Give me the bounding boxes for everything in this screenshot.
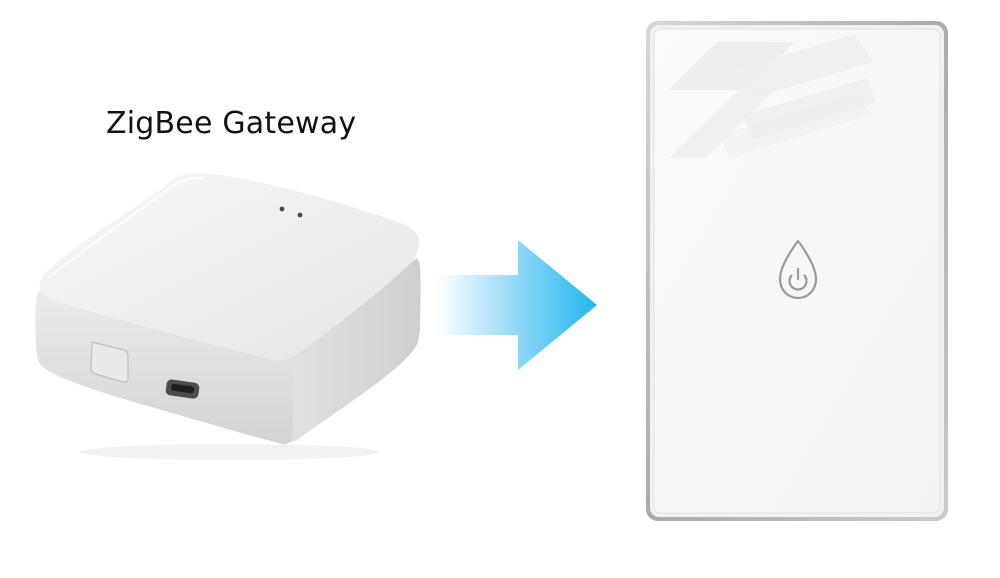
gateway-illustration — [35, 172, 421, 460]
zigbee-gateway-image — [0, 0, 460, 573]
gateway-caption: ZigBee Gateway — [106, 106, 357, 141]
micro-usb-port-icon — [165, 379, 200, 399]
status-led-2 — [297, 212, 303, 218]
pair-button — [90, 341, 129, 383]
water-drop-power-icon — [778, 239, 818, 300]
touch-switch-panel — [645, 20, 950, 522]
arrow-right-icon — [430, 235, 605, 375]
arrow-graphic — [430, 240, 597, 370]
status-led-1 — [279, 206, 285, 212]
touch-key-button[interactable] — [775, 238, 821, 304]
